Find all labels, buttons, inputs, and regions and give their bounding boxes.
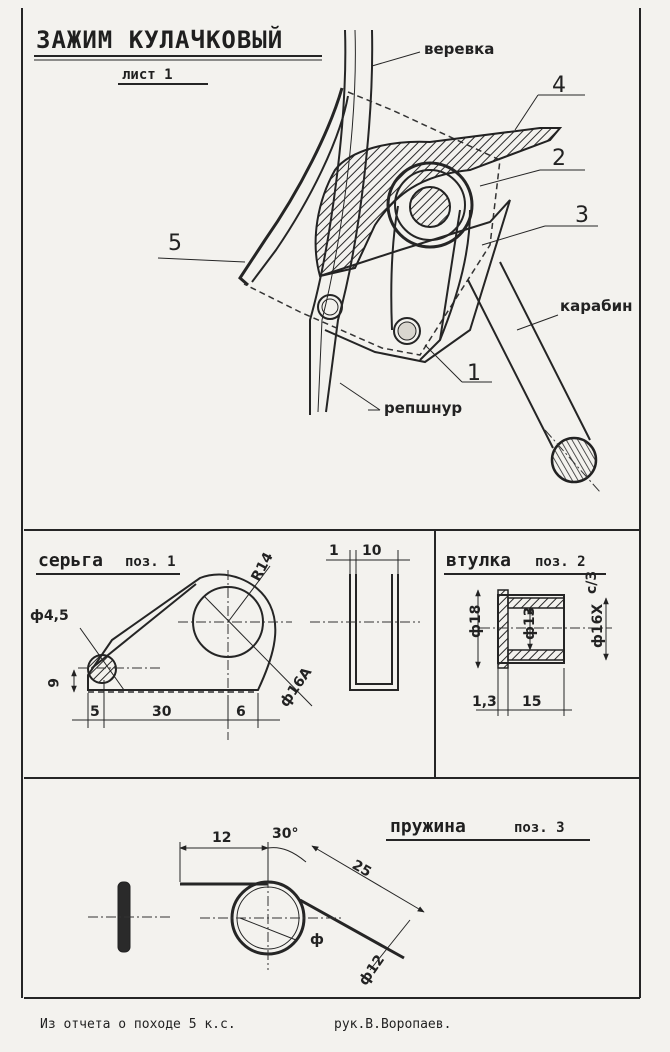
dim-w15: 15: [522, 694, 541, 710]
dim-d13: ф13: [522, 607, 538, 640]
dim-h-6: 6: [44, 678, 60, 688]
label-carabiner: карабин: [560, 297, 633, 315]
carabiner-section: [550, 436, 598, 484]
dim-tolerance: с/3: [584, 571, 600, 594]
dim-w-30: 30: [152, 704, 172, 720]
bushing-view: втулка поз. 2 ф18 ф13 ф16Х с/3 1,3 15: [444, 550, 612, 716]
axle-pin: [409, 186, 451, 228]
bushing-pos: поз. 2: [535, 554, 586, 570]
assembly-view: веревка 4 2 3 5 карабин 1 репшнур: [157, 29, 633, 493]
dim-d18: ф18: [468, 605, 484, 638]
axle-outer-circle: [386, 161, 474, 249]
label-3: 3: [575, 203, 589, 228]
label-cord: репшнур: [384, 399, 462, 417]
label-5: 5: [168, 231, 182, 256]
dim-l25: 25: [349, 857, 374, 881]
spring-pos: поз. 3: [514, 820, 565, 836]
dim-w-6: 6: [236, 704, 246, 720]
spring-title: пружина: [390, 816, 466, 837]
earring-title: серьга: [38, 550, 103, 571]
footer-author: рук.В.Воропаев.: [334, 1017, 451, 1032]
label-1: 1: [467, 361, 481, 386]
label-4: 4: [552, 73, 566, 98]
dim-t-10: 10: [362, 543, 382, 559]
dim-d12: ф12: [356, 952, 388, 989]
dim-d16x: ф16Х: [590, 604, 606, 648]
label-2: 2: [552, 146, 566, 171]
label-rope: веревка: [424, 40, 494, 58]
bushing-title: втулка: [446, 550, 511, 571]
dim-d: ф: [310, 932, 324, 948]
dim-d-hole: ф4,5: [30, 608, 69, 624]
dim-w1: 1,3: [472, 694, 497, 710]
dim-radius: R14: [248, 550, 276, 584]
frame: [21, 8, 641, 999]
footer-source: Из отчета о походе 5 к.с.: [40, 1017, 236, 1032]
dim-t-1: 1: [329, 543, 339, 559]
sheet-number: лист 1: [122, 67, 173, 83]
dim-l12: 12: [212, 830, 231, 846]
dim-angle: 30°: [272, 826, 298, 842]
spring-view: пружина поз. 3 12 30° 25 ф ф12: [88, 816, 590, 989]
drawing-title: ЗАЖИМ КУЛАЧКОВЫЙ: [36, 25, 283, 54]
dim-w-5: 5: [90, 704, 100, 720]
earring-view: серьга поз. 1 6 5 30 6 ф4,5 R14 ф16А: [30, 543, 420, 740]
footer: Из отчета о походе 5 к.с. рук.В.Воропаев…: [40, 1017, 451, 1032]
earring-pos: поз. 1: [125, 554, 176, 570]
title-block: ЗАЖИМ КУЛАЧКОВЫЙ лист 1: [34, 25, 322, 85]
